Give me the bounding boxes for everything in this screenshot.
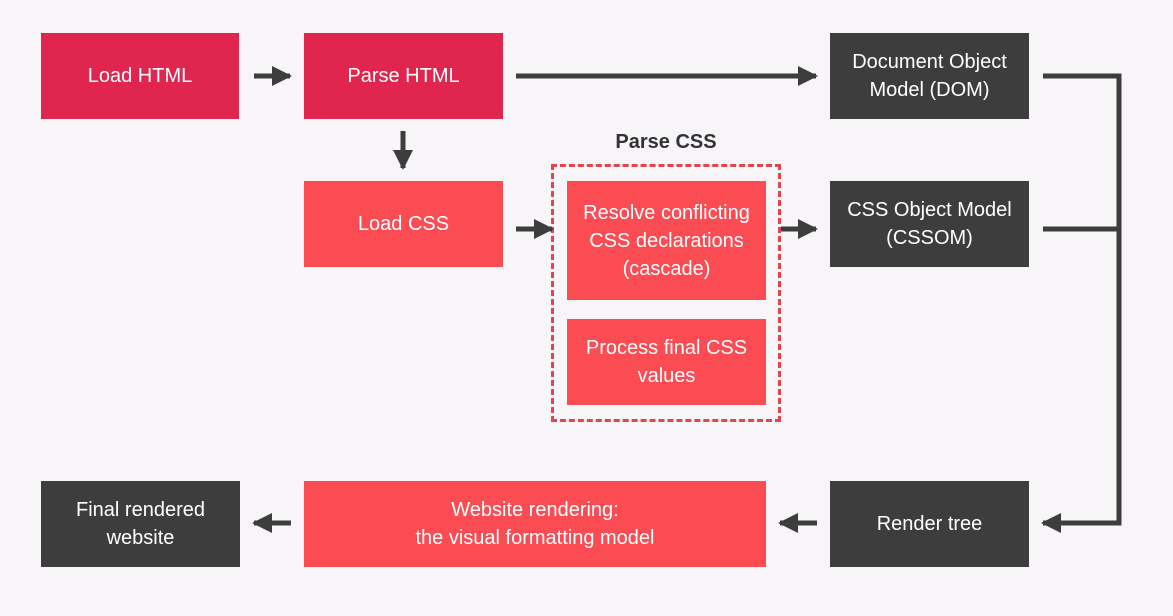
node-label: Load CSS <box>357 213 450 235</box>
node-label: Final rendered website <box>76 499 205 549</box>
arrow-into-render-tree <box>1041 513 1122 533</box>
node-label: Resolve conflicting CSS declarations (ca… <box>583 201 750 280</box>
node-cssom: CSS Object Model (CSSOM) <box>830 181 1029 267</box>
node-load-html: Load HTML <box>41 33 239 119</box>
parse-css-group-title: Parse CSS <box>615 131 717 153</box>
connector-dom-to-render-tree <box>1043 73 1122 523</box>
node-resolve-cascade: Resolve conflicting CSS declarations (ca… <box>567 181 766 300</box>
node-label: Website rendering: the visual formatting… <box>415 499 655 549</box>
node-label: Process final CSS values <box>585 337 748 387</box>
node-label: Load HTML <box>87 65 193 87</box>
node-label: Render tree <box>876 513 983 535</box>
node-parse-html: Parse HTML <box>304 33 503 119</box>
node-website-rendering: Website rendering: the visual formatting… <box>304 481 766 567</box>
parse-css-group-border <box>551 164 781 422</box>
node-final-website: Final rendered website <box>41 481 240 567</box>
node-process-values: Process final CSS values <box>567 319 766 405</box>
node-label: CSS Object Model (CSSOM) <box>847 199 1012 249</box>
node-render-tree: Render tree <box>830 481 1029 567</box>
node-label: Document Object Model (DOM) <box>852 51 1007 101</box>
node-label: Parse HTML <box>347 65 460 87</box>
node-dom: Document Object Model (DOM) <box>830 33 1029 119</box>
node-load-css: Load CSS <box>304 181 503 267</box>
